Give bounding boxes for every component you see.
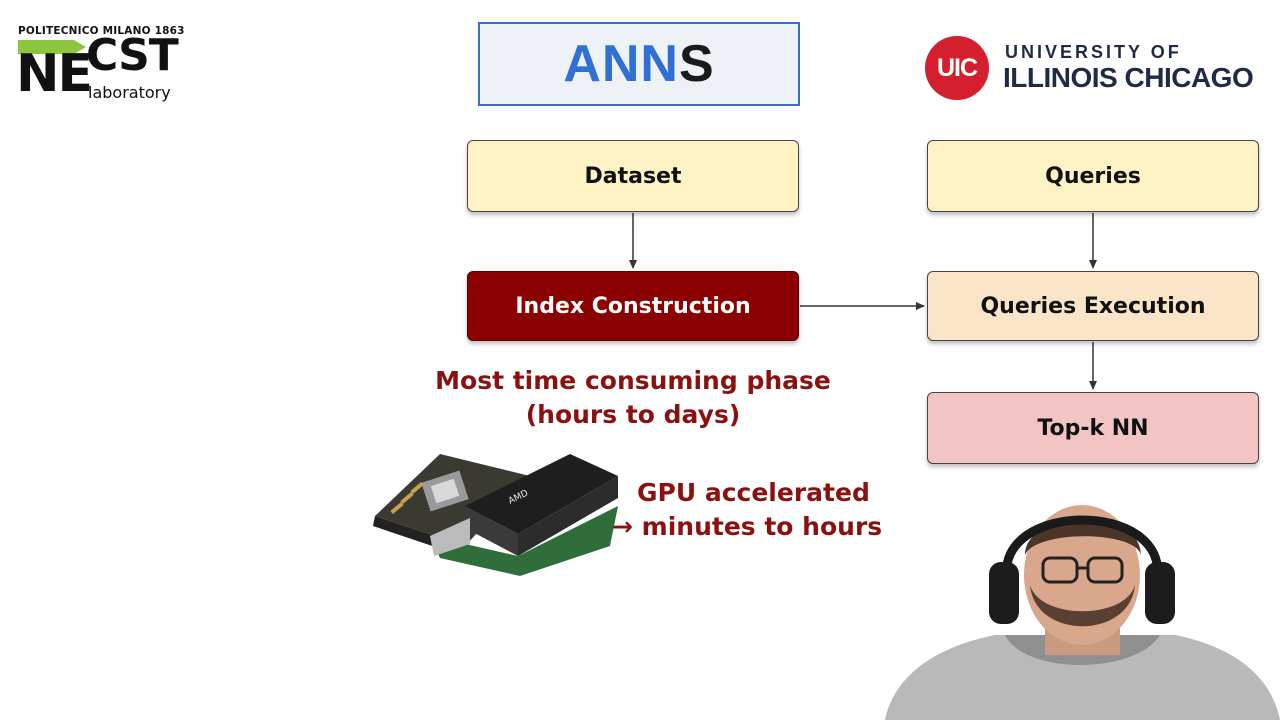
node-topk-nn: Top-k NN [927, 392, 1259, 464]
uic-logo-line1: UNIVERSITY OF [1005, 42, 1182, 62]
necst-logo-arrow-icon [18, 40, 86, 54]
gpu-hardware-image: AMD [373, 454, 618, 576]
necst-logo-top-text: POLITECNICO MILANO 1863 [18, 25, 185, 37]
gpu-note-line1: GPU accelerated [637, 478, 870, 507]
uic-logo-line2: ILLINOIS CHICAGO [1003, 62, 1254, 93]
phase-note-line2: (hours to days) [525, 400, 741, 429]
node-queries-label: Queries [1045, 163, 1141, 189]
node-queries: Queries [927, 140, 1259, 212]
node-topk-label: Top-k NN [1037, 415, 1149, 441]
necst-logo-cst: CST [86, 30, 179, 81]
node-exec-label: Queries Execution [980, 293, 1206, 319]
node-dataset-label: Dataset [584, 163, 682, 189]
node-index-construction: Index Construction [467, 271, 799, 341]
phase-note-line1: Most time consuming phase [435, 366, 831, 395]
title-blue-part: ANN [563, 35, 679, 93]
node-index-label: Index Construction [515, 293, 751, 319]
slide-title: ANNS [563, 34, 714, 94]
uic-logo-badge: UIC [925, 36, 989, 100]
necst-logo-laboratory: laboratory [88, 83, 171, 102]
presenter-webcam-video [885, 505, 1280, 720]
gpu-note-line2: → minutes to hours [612, 512, 883, 541]
title-black-part: S [678, 35, 715, 93]
node-queries-execution: Queries Execution [927, 271, 1259, 341]
node-dataset: Dataset [467, 140, 799, 212]
necst-logo-ne: NE [16, 44, 93, 104]
slide-title-box: ANNS [478, 22, 800, 106]
phase-note: Most time consuming phase (hours to days… [400, 364, 866, 432]
